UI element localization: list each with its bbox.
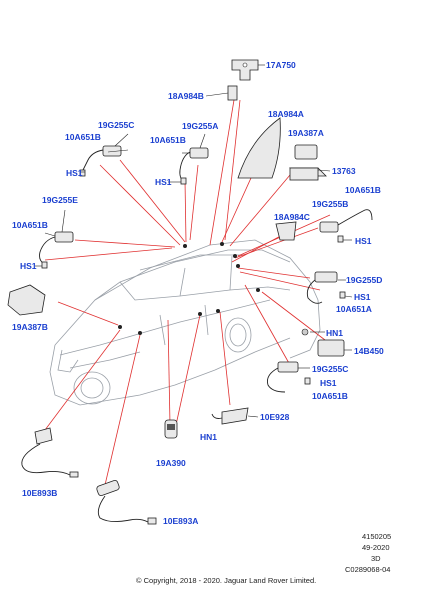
module-19A387B-icon — [7, 284, 46, 316]
label-HS1-left: HS1 — [20, 261, 37, 271]
label-19G255A: 19G255A — [182, 121, 218, 131]
label-19G255D: 19G255D — [346, 275, 382, 285]
label-HS1-top-left: HS1 — [66, 168, 83, 178]
label-19A390: 19A390 — [156, 458, 186, 468]
label-HN1-lower: HN1 — [200, 432, 217, 442]
clip-18A984B-icon — [227, 85, 238, 101]
label-19A387B: 19A387B — [12, 322, 48, 332]
cable-10E893B-icon — [21, 427, 79, 478]
cable-10E893A-icon — [96, 479, 157, 525]
label-14B450: 14B450 — [354, 346, 384, 356]
label-10E893B: 10E893B — [22, 488, 57, 498]
label-10E893A: 10E893A — [163, 516, 198, 526]
fastener-cluster-icon — [118, 242, 260, 335]
label-10A651B-lower: 10A651B — [312, 391, 348, 401]
label-19A387A: 19A387A — [288, 128, 324, 138]
sensor-19G255C-lower-icon — [267, 361, 311, 393]
label-HS1-right: HS1 — [355, 236, 372, 246]
shark-fin-antenna-icon — [237, 117, 281, 179]
label-10A651B-left: 10A651B — [12, 220, 48, 230]
label-HN1-right: HN1 — [326, 328, 343, 338]
sensor-19G255C-icon — [79, 145, 122, 177]
label-HS1-right-mid: HS1 — [354, 292, 371, 302]
label-leaders — [35, 64, 353, 418]
label-10A651A: 10A651A — [336, 304, 372, 314]
module-19A387A-icon — [294, 144, 318, 160]
label-HS1-mid: HS1 — [155, 177, 172, 187]
label-10A651B-mid: 10A651B — [150, 135, 186, 145]
label-19G255B: 19G255B — [312, 199, 348, 209]
label-18A984A: 18A984A — [268, 109, 304, 119]
label-HS1-lower: HS1 — [320, 378, 337, 388]
label-10A651B-top: 10A651B — [65, 132, 101, 142]
label-17A750: 17A750 — [266, 60, 296, 70]
bracket-18A984C-icon — [275, 221, 297, 241]
copyright-notice: © Copyright, 2018 - 2020. Jaguar Land Ro… — [136, 576, 317, 585]
reference-number: 4150205 — [362, 532, 392, 541]
label-19G255E: 19G255E — [42, 195, 78, 205]
sensor-19G255D-icon — [306, 271, 346, 304]
date-code: 49-2020 — [362, 543, 390, 552]
label-10A651B-right: 10A651B — [345, 185, 381, 195]
harness-10E928-icon — [211, 407, 249, 425]
sensor-19G255E-icon — [39, 231, 74, 269]
sensor-19G255A-icon — [179, 147, 209, 185]
label-18A984B: 18A984B — [168, 91, 204, 101]
label-19G255C-top: 19G255C — [98, 120, 134, 130]
module-14B450-icon — [301, 328, 345, 357]
drawing-id: C0289068-04 — [345, 565, 391, 574]
module-13763-icon — [289, 167, 327, 181]
label-19G255C-lower: 19G255C — [312, 364, 348, 374]
sensor-19G255B-icon — [319, 209, 373, 243]
callout-lines — [44, 99, 331, 486]
label-18A984C: 18A984C — [274, 212, 310, 222]
label-10E928: 10E928 — [260, 412, 290, 422]
camera-19A390-icon — [164, 419, 178, 439]
label-13763: 13763 — [332, 166, 356, 176]
vehicle-outline — [49, 239, 321, 406]
bracket-17A750-icon — [231, 59, 259, 81]
view-type: 3D — [371, 554, 381, 563]
